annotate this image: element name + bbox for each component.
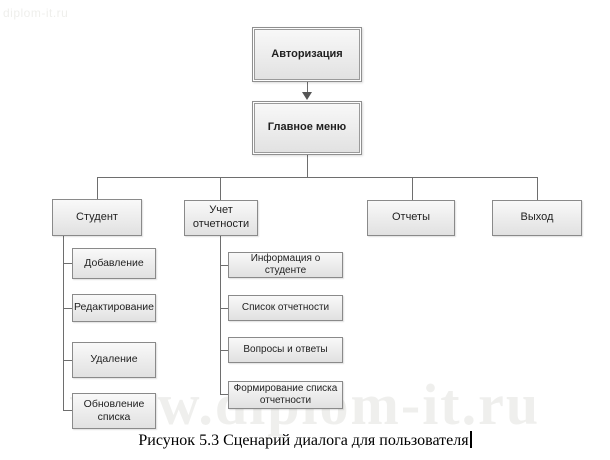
node-authorization: Авторизация: [252, 27, 362, 82]
connector-drop-student: [97, 178, 98, 199]
connector-main-down: [307, 155, 308, 177]
arrow-down-icon: [302, 92, 312, 100]
connector-drop-otchety: [412, 178, 413, 200]
figure-caption-text: Рисунок 5.3 Сценарий диалога для пользов…: [138, 432, 469, 449]
node-form-report-list: Формирование списка отчетности: [228, 381, 343, 409]
text-cursor: [469, 431, 472, 448]
connector-stub: [63, 308, 72, 309]
node-refresh-list: Обновление списка: [72, 393, 156, 429]
connector-spine-uchet: [220, 236, 221, 395]
connector-stub: [220, 394, 228, 395]
connector-horizontal-bar: [97, 177, 538, 178]
connector-stub: [220, 350, 228, 351]
connector-auth-to-main: [307, 82, 308, 93]
connector-stub: [63, 360, 72, 361]
node-add: Добавление: [72, 248, 156, 279]
connector-stub: [220, 308, 228, 309]
connector-spine-student: [63, 236, 64, 411]
figure-caption: Рисунок 5.3 Сценарий диалога для пользов…: [0, 431, 610, 450]
node-reports: Отчеты: [367, 200, 455, 236]
watermark-top-left: diplom-it.ru: [3, 6, 69, 20]
node-report-list: Список отчетности: [228, 295, 343, 321]
node-student-info: Информация о студенте: [228, 252, 343, 278]
node-main-menu: Главное меню: [252, 101, 362, 155]
connector-stub: [63, 410, 72, 411]
connector-drop-vyhod: [537, 178, 538, 200]
node-delete: Удаление: [72, 342, 156, 378]
node-questions-answers: Вопросы и ответы: [228, 337, 343, 363]
node-exit: Выход: [492, 200, 582, 236]
node-edit: Редактирование: [72, 294, 156, 322]
node-student: Студент: [52, 199, 142, 236]
node-report-accounting: Учет отчетности: [184, 200, 258, 236]
connector-drop-uchet: [220, 178, 221, 200]
connector-stub: [220, 265, 228, 266]
connector-stub: [63, 263, 72, 264]
